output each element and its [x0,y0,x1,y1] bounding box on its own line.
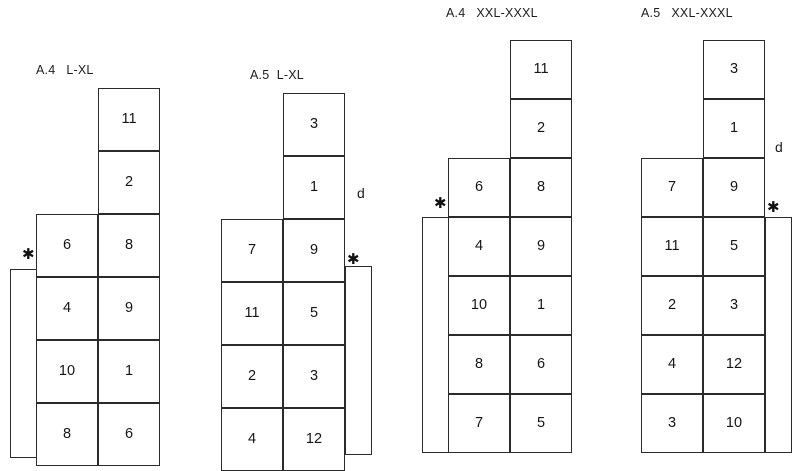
grid-cell: 4 [36,277,98,340]
grid-cell: 4 [641,335,703,394]
grid-cell: 6 [448,158,510,217]
grid-cell: 6 [510,335,572,394]
asterisk-marker: ✱ [767,198,780,216]
grid-cell: 8 [98,214,160,277]
grid-cell: 7 [221,219,283,282]
grid-cell: 2 [98,151,160,214]
offset-bracket-right [345,266,372,455]
grid-cell: 10 [36,340,98,403]
grid-cell: 11 [510,40,572,99]
dimension-label-d: d [357,185,365,201]
grid-cell: 2 [641,276,703,335]
offset-bracket-right [765,217,792,453]
offset-bracket-left [422,217,449,453]
grid-cell: 4 [221,408,283,471]
grid-cell: 11 [641,217,703,276]
grid-cell: 2 [221,345,283,408]
grid-cell: 8 [36,403,98,466]
grid-cell: 1 [703,99,765,158]
grid-cell: 8 [448,335,510,394]
grid-cell: 5 [283,282,345,345]
grid-cell: 11 [221,282,283,345]
asterisk-marker: ✱ [22,245,35,263]
grid-cell: 12 [703,335,765,394]
group-title-group-a5-l-xl: A.5 L-XL [250,68,304,82]
grid-cell: 7 [641,158,703,217]
grid-cell: 11 [98,88,160,151]
grid-cell: 5 [703,217,765,276]
grid-cell: 3 [641,394,703,453]
grid-cell: 9 [510,217,572,276]
grid-cell: 1 [98,340,160,403]
grid-cell: 8 [510,158,572,217]
grid-cell: 2 [510,99,572,158]
grid-cell: 6 [36,214,98,277]
offset-bracket-left [10,269,37,458]
grid-cell: 1 [510,276,572,335]
group-title-group-a5-xxl-xxxl: A.5 XXL-XXXL [641,6,733,20]
grid-cell: 6 [98,403,160,466]
grid-cell: 4 [448,217,510,276]
grid-cell: 1 [283,156,345,219]
grid-cell: 9 [703,158,765,217]
grid-cell: 3 [283,93,345,156]
asterisk-marker: ✱ [434,194,447,212]
asterisk-marker: ✱ [347,250,360,268]
grid-cell: 5 [510,394,572,453]
group-title-group-a4-xxl-xxxl: A.4 XXL-XXXL [446,6,538,20]
grid-cell: 3 [703,40,765,99]
grid-cell: 9 [283,219,345,282]
grid-cell: 9 [98,277,160,340]
grid-cell: 3 [703,276,765,335]
grid-cell: 10 [703,394,765,453]
dimension-label-d: d [775,139,783,155]
grid-cell: 3 [283,345,345,408]
group-title-group-a4-l-xl: A.4 L-XL [36,63,94,77]
grid-cell: 12 [283,408,345,471]
